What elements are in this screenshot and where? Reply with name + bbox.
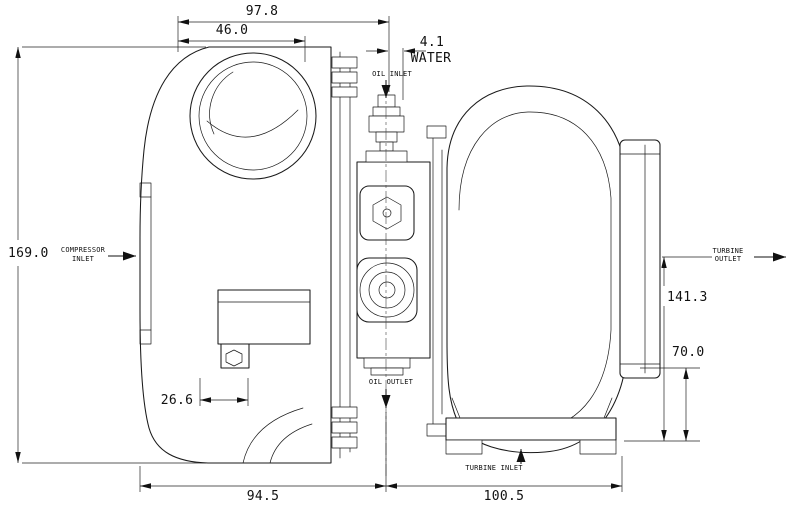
bracket-nut-body — [220, 343, 250, 369]
compressor-inlet-annotation: COMPRESSOR INLET — [61, 246, 136, 263]
upper-boss-center — [382, 208, 392, 218]
dim-value-46-0: 46.0 — [216, 23, 249, 38]
dim-left-height: 169.0 — [8, 46, 206, 464]
compressor-inlet-label-line2: INLET — [72, 255, 95, 263]
clamp-bolt — [331, 56, 358, 69]
inlet-flange-foot-left — [445, 439, 483, 455]
lower-boss-plate — [356, 257, 418, 323]
dimension-annotations: 97.8 46.0 4.1 WATER OIL INLET 169.0 — [8, 4, 786, 504]
turbine-inlet-label: TURBINE INLET — [465, 464, 523, 472]
oil-inlet-fitting — [365, 94, 408, 163]
clamp-bolt — [331, 421, 358, 434]
compressor-backplate-clamp — [331, 51, 358, 459]
dim-turbine-height: 141.3 — [624, 257, 708, 442]
dim-value-4-1: 4.1 — [420, 35, 444, 50]
dim-bottom-right: 100.5 — [386, 456, 623, 504]
inlet-lip-bottom — [139, 329, 152, 345]
lower-boss-circle-outer — [359, 262, 415, 318]
compressor-volute-curve — [206, 109, 299, 138]
clamp-bolt — [331, 71, 358, 84]
outlet-scroll-arc1 — [242, 407, 304, 464]
inlet-flange-foot-right — [579, 439, 617, 455]
dim-value-169-0: 169.0 — [8, 246, 49, 261]
compressor-housing — [139, 46, 332, 464]
lower-boss-circle-inner — [378, 281, 396, 299]
turbocharger-drawing — [139, 46, 661, 478]
turbine-scroll-outline — [446, 85, 629, 454]
oil-outlet-annotation: OIL OUTLET — [369, 378, 414, 408]
dim-value-70-0: 70.0 — [672, 345, 705, 360]
oil-inlet-label: OIL INLET — [372, 70, 412, 78]
dim-water-offset: 4.1 WATER — [366, 35, 451, 100]
turbine-outlet-flange — [619, 139, 661, 379]
compressor-cover-circle-inner — [198, 61, 308, 171]
inlet-lip-top — [139, 182, 152, 198]
dim-top-overall: 97.8 — [177, 4, 390, 92]
oil-outlet-stub — [370, 367, 404, 376]
upper-boss-plate — [359, 185, 415, 241]
fitting-collar — [372, 106, 401, 117]
turbine-scroll-inner — [458, 111, 612, 430]
clamp-bolt — [426, 125, 447, 139]
clamp-bolt — [331, 436, 358, 449]
compressor-inlet-label-line1: COMPRESSOR — [61, 246, 106, 254]
bracket-nut-hex — [225, 349, 243, 367]
dim-value-100-5: 100.5 — [484, 489, 525, 504]
clamp-bolt — [426, 423, 447, 437]
water-label: WATER — [411, 51, 452, 66]
fitting-stem — [379, 141, 394, 152]
dim-value-94-5: 94.5 — [247, 489, 280, 504]
lower-bracket — [217, 289, 311, 345]
dim-oil-offset: 26.6 — [161, 378, 249, 408]
lower-boss-circle-mid — [368, 271, 406, 309]
dim-value-97-8: 97.8 — [246, 4, 279, 19]
compressor-cover-circle-outer — [189, 52, 317, 180]
upper-boss-hex — [372, 196, 402, 230]
dim-value-141-3: 141.3 — [667, 290, 708, 305]
fitting-neck — [375, 131, 398, 143]
dim-top-inner: 46.0 — [178, 23, 306, 62]
compressor-cover-arc — [209, 71, 234, 135]
turbine-housing — [445, 85, 661, 455]
oil-outlet-flange — [363, 357, 411, 369]
fitting-flange — [365, 150, 408, 163]
dim-turbine-outlet-height: 70.0 — [640, 345, 705, 441]
turbine-outlet-annotation: TURBINE OUTLET — [662, 247, 786, 263]
turbine-outlet-label-line1: TURBINE — [713, 247, 744, 255]
dim-bottom-left: 94.5 — [139, 412, 387, 504]
clamp-bolt — [331, 406, 358, 419]
dim-value-26-6: 26.6 — [161, 393, 194, 408]
turbine-outlet-label-line2: OUTLET — [715, 255, 742, 263]
oil-inlet-annotation: OIL INLET — [372, 70, 412, 98]
turbine-clamp — [426, 125, 447, 437]
oil-outlet-label: OIL OUTLET — [369, 378, 414, 386]
turbine-inlet-annotation: TURBINE INLET — [465, 449, 526, 472]
outlet-scroll-arc2 — [269, 423, 313, 464]
bearing-housing — [356, 94, 431, 376]
fitting-hex-nut — [368, 115, 405, 133]
clamp-bolt — [331, 86, 358, 98]
turbine-inlet-flange-plate — [445, 417, 617, 441]
